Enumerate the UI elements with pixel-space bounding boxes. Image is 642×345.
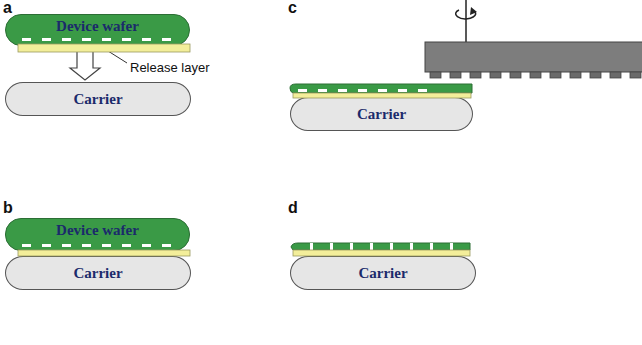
device-dash bbox=[298, 89, 307, 92]
rotation-arrowhead bbox=[470, 7, 477, 15]
device-dash bbox=[338, 89, 347, 92]
die-gap bbox=[450, 243, 453, 250]
die-gap bbox=[310, 243, 313, 250]
die-gap bbox=[390, 243, 393, 250]
panel-label: a bbox=[3, 0, 12, 17]
device-dash bbox=[358, 89, 367, 92]
device-dash bbox=[378, 89, 387, 92]
release-layer bbox=[293, 93, 471, 98]
node-text: Device wafer bbox=[56, 18, 139, 35]
grinding-tooth bbox=[590, 72, 601, 78]
grinding-tooth bbox=[470, 72, 481, 78]
device-dash bbox=[82, 38, 91, 41]
device-dash bbox=[62, 38, 71, 41]
grinding-tooth bbox=[550, 72, 561, 78]
die-gap bbox=[410, 243, 413, 250]
release-layer bbox=[18, 250, 190, 256]
grinding-tooth bbox=[490, 72, 501, 78]
grinding-teeth bbox=[430, 72, 641, 78]
device-dash bbox=[398, 89, 407, 92]
grinding-tooth bbox=[610, 72, 621, 78]
device-dash bbox=[142, 38, 151, 41]
grinding-tooth bbox=[510, 72, 521, 78]
panel-label: d bbox=[288, 199, 298, 217]
panel-label: c bbox=[288, 0, 297, 17]
release-layer bbox=[18, 44, 190, 52]
carrier: Carrier bbox=[290, 97, 473, 131]
thinned-wafer bbox=[290, 84, 472, 93]
device-dash bbox=[122, 244, 131, 247]
device-dash bbox=[62, 244, 71, 247]
grinding-tooth bbox=[570, 72, 581, 78]
layer-label: Release layer bbox=[130, 60, 210, 75]
die-gap bbox=[330, 243, 333, 250]
device-dashes bbox=[22, 38, 427, 247]
grinder-shaft bbox=[465, 0, 467, 42]
node-text: Carrier bbox=[357, 106, 406, 123]
carrier: Carrier bbox=[290, 256, 476, 290]
die-gap bbox=[430, 243, 433, 250]
device-dash bbox=[42, 38, 51, 41]
device-dash bbox=[142, 244, 151, 247]
device-dash bbox=[318, 89, 327, 92]
device-dash bbox=[418, 89, 427, 92]
die-gaps bbox=[310, 243, 453, 250]
release-layer bbox=[293, 250, 470, 256]
grinding-tooth bbox=[530, 72, 541, 78]
node-text: Device wafer bbox=[56, 222, 139, 239]
thinned-wafer bbox=[291, 243, 470, 250]
node-text: Carrier bbox=[73, 265, 122, 282]
grinding-wheel bbox=[425, 42, 642, 72]
device-dash bbox=[102, 244, 111, 247]
grinding-tooth bbox=[630, 72, 641, 78]
device-dash bbox=[22, 244, 31, 247]
leader-line bbox=[108, 51, 127, 63]
grinding-tooth bbox=[450, 72, 461, 78]
carrier: Carrier bbox=[5, 82, 191, 116]
die-gap bbox=[370, 243, 373, 250]
device-dash bbox=[162, 38, 171, 41]
panel-label: b bbox=[3, 199, 13, 217]
device-wafer: Device wafer bbox=[5, 14, 190, 46]
device-dash bbox=[162, 244, 171, 247]
device-dash bbox=[122, 38, 131, 41]
die-gap bbox=[350, 243, 353, 250]
carrier: Carrier bbox=[5, 256, 191, 290]
device-dash bbox=[82, 244, 91, 247]
motion-arrow bbox=[70, 46, 100, 80]
device-dash bbox=[22, 38, 31, 41]
grinding-tooth bbox=[430, 72, 441, 78]
device-dash bbox=[102, 38, 111, 41]
device-dash bbox=[42, 244, 51, 247]
node-text: Carrier bbox=[358, 265, 407, 282]
node-text: Carrier bbox=[73, 91, 122, 108]
device-wafer: Device wafer bbox=[5, 218, 190, 251]
